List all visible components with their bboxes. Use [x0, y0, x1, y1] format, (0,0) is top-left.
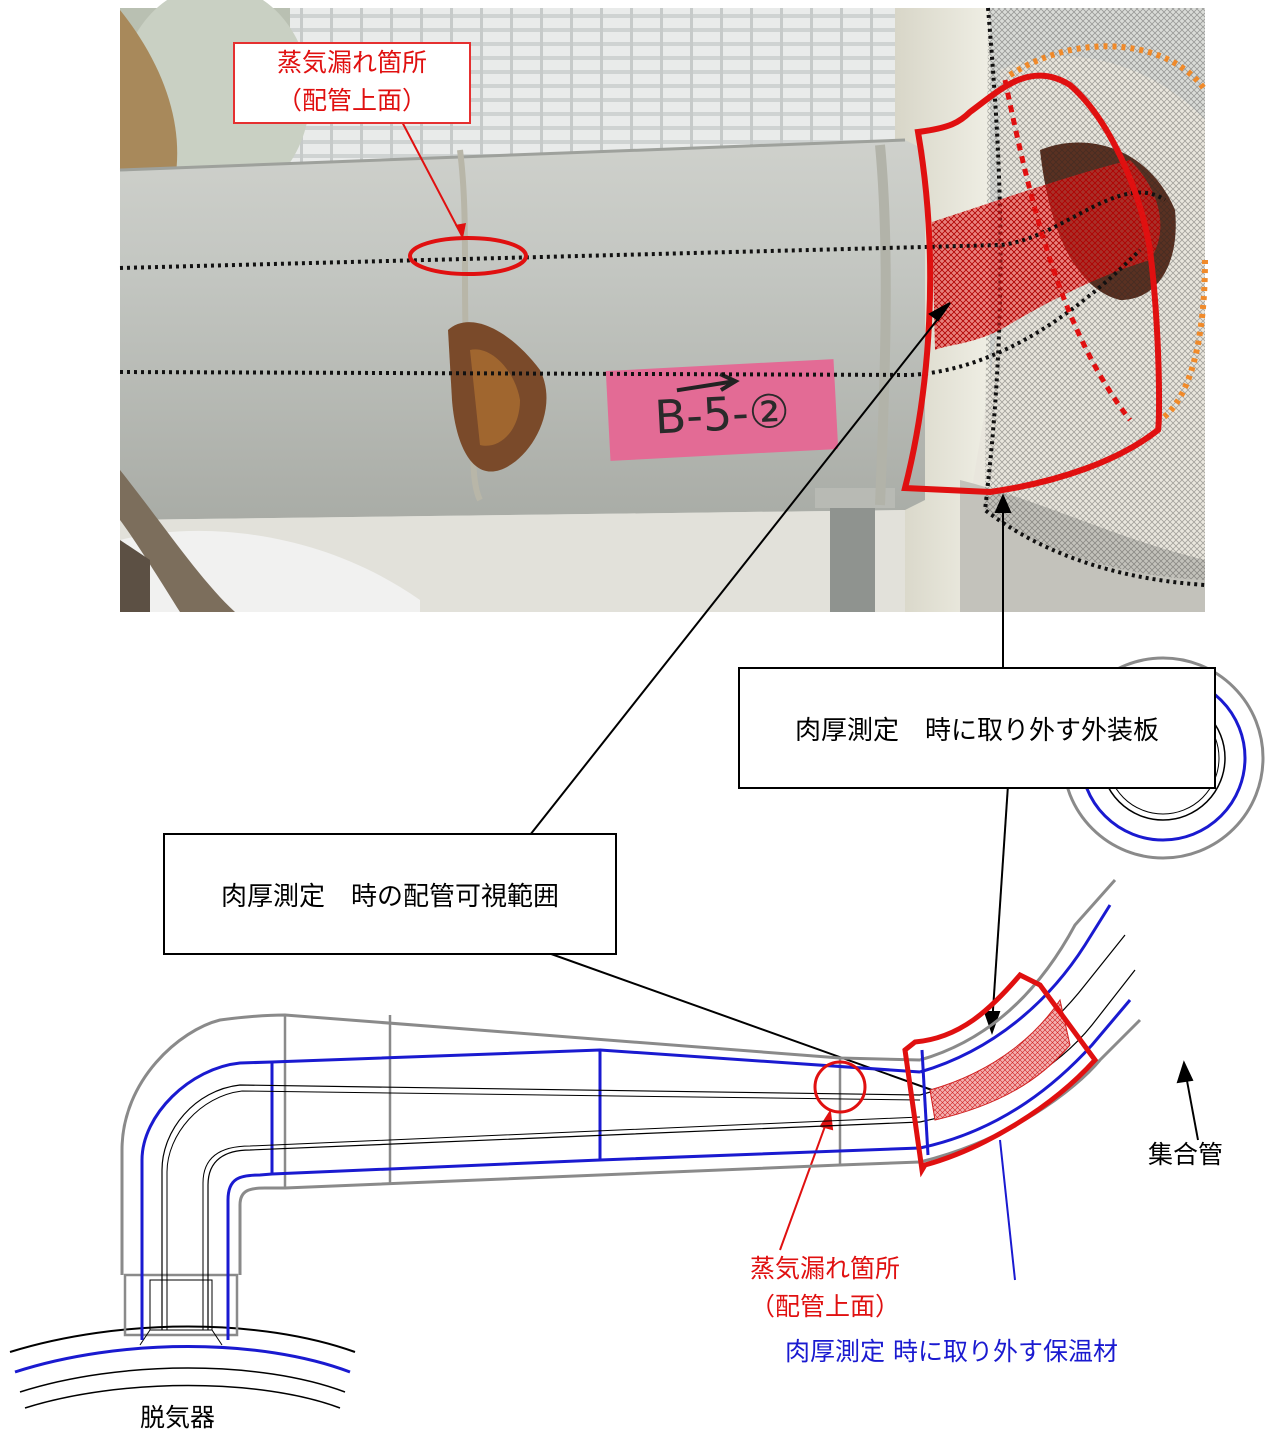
visible-range-callout-text: 肉厚測定 時の配管可視範囲: [220, 881, 559, 912]
site-photo: B-5-②: [119, 0, 1208, 613]
visible-pipe-region: [932, 160, 1161, 350]
leak-marker-drawing: [813, 1060, 867, 1114]
leak-marker-photo: [408, 236, 528, 276]
photo-leak-label-line2: （配管上面）: [276, 86, 427, 115]
header-label: 集合管: [1148, 1140, 1224, 1169]
svg-text:B-5-②: B-5-②: [653, 383, 791, 444]
pipe-tag: B-5-②: [605, 359, 839, 461]
deaerator-label: 脱気器: [140, 1403, 216, 1432]
cover-plate-callout-text: 肉厚測定 時に取り外す外装板: [794, 715, 1159, 746]
cover-plate-callout: 肉厚測定 時に取り外す外装板: [738, 667, 1216, 789]
insulation-leader: [999, 1139, 1016, 1281]
drawing-leak-label-line1: 蒸気漏れ箇所: [749, 1254, 900, 1283]
cover-plate-outline: [901, 72, 1163, 496]
insulation-label: 肉厚測定 時に取り外す保温材: [785, 1337, 1118, 1366]
photo-leak-label-line1: 蒸気漏れ箇所: [276, 48, 427, 77]
leader-lines: [529, 302, 1199, 1141]
photo-leak-label: 蒸気漏れ箇所 （配管上面）: [233, 42, 471, 124]
drawing-leak-label-line2: （配管上面）: [749, 1292, 900, 1321]
drawing-leak-label: 蒸気漏れ箇所 （配管上面）: [700, 1250, 950, 1326]
orange-dashed-arc: [1008, 43, 1208, 423]
visible-range-callout: 肉厚測定 時の配管可視範囲: [163, 833, 617, 955]
leak-leader-drawing: [779, 1109, 834, 1251]
